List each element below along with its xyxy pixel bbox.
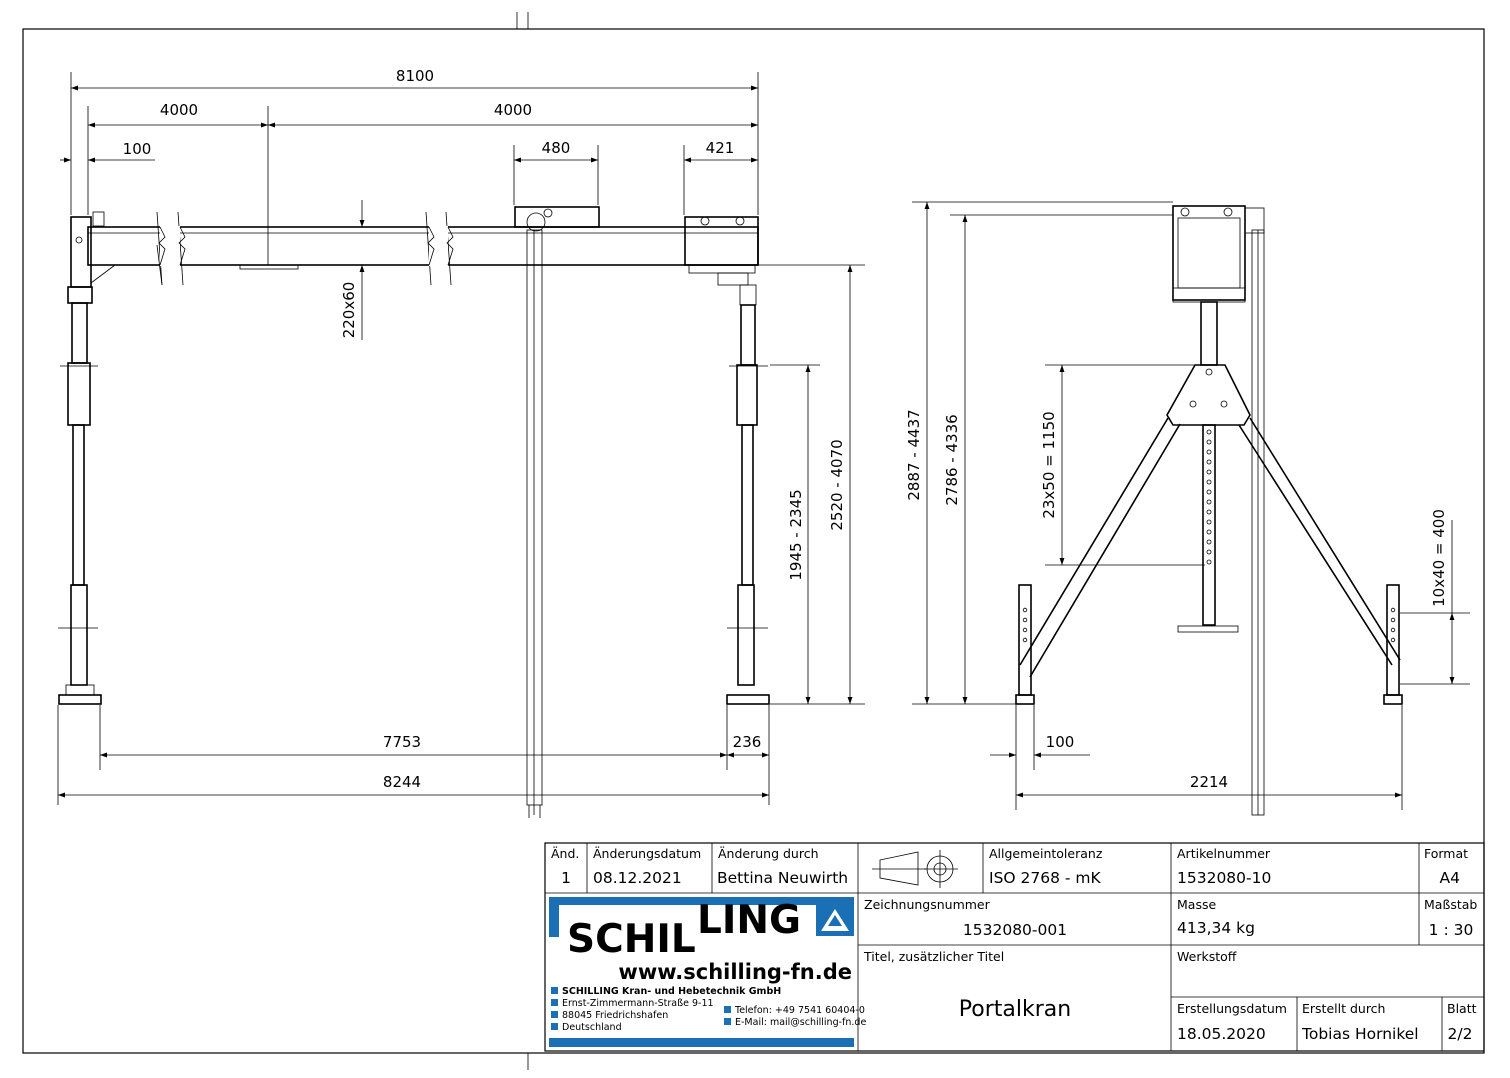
scale-value: 1 : 30 [1429, 921, 1474, 939]
dim-height-beam: 2520 - 4070 [828, 439, 846, 530]
dim-foot-width: 236 [733, 733, 762, 751]
dim-trolley-width: 480 [542, 139, 571, 157]
drawing-title: Portalkran [959, 997, 1071, 1022]
company-email: E-Mail: mail@schilling-fn.de [735, 1017, 866, 1028]
created-date-label: Erstellungsdatum [1177, 1001, 1287, 1016]
drawing-frame [22, 28, 1485, 1054]
dim-total-length: 8100 [396, 67, 434, 85]
title-block: Änd. 1 Änderungsdatum 08.12.2021 Änderun… [544, 842, 1485, 1052]
logo-text-left: SCHIL [567, 917, 696, 962]
rev-label: Änd. [551, 846, 579, 861]
article-label: Artikelnummer [1177, 846, 1271, 861]
website: www.schilling-fn.de [618, 960, 852, 984]
dim-height-leg: 1945 - 2345 [787, 489, 805, 580]
side-view [1015, 205, 1403, 816]
change-by-value: Bettina Neuwirth [717, 869, 848, 887]
projection-symbol-icon [872, 850, 958, 888]
dim-half-right: 4000 [494, 101, 532, 119]
dim-foot-offset: 100 [1046, 733, 1075, 751]
company-country: Deutschland [562, 1022, 622, 1033]
company-phone: Telefon: +49 7541 60404-0 [734, 1005, 865, 1016]
dim-base-span: 7753 [383, 733, 421, 751]
sheet-value: 2/2 [1448, 1025, 1473, 1043]
created-date-value: 18.05.2020 [1177, 1025, 1266, 1043]
drawing-number-value: 1532080-001 [963, 921, 1067, 939]
logo-text-right: LING [697, 898, 801, 943]
dimension-labels: 8100 4000 4000 100 480 421 220x60 1945 -… [123, 67, 1448, 791]
dim-hole-pattern-upper: 23x50 = 1150 [1040, 411, 1058, 518]
dim-offset-left: 100 [123, 140, 152, 158]
dim-end-width: 421 [706, 139, 735, 157]
company-name: SCHILLING Kran- und Hebetechnik GmbH [562, 986, 781, 997]
company-address: SCHILLING Kran- und Hebetechnik GmbH Ern… [549, 986, 866, 1047]
dim-base-width: 2214 [1190, 773, 1228, 791]
dim-beam-height: 2786 - 4336 [943, 414, 961, 505]
dim-hole-pattern-lower: 10x40 = 400 [1430, 509, 1448, 607]
dim-half-left: 4000 [160, 101, 198, 119]
dim-overall-span: 8244 [383, 773, 421, 791]
front-view [58, 206, 770, 818]
rev-value: 1 [561, 869, 571, 887]
change-date-value: 08.12.2021 [593, 869, 682, 887]
tolerance-value: ISO 2768 - mK [989, 869, 1102, 887]
tolerance-label: Allgemeintoleranz [989, 846, 1103, 861]
format-value: A4 [1440, 869, 1460, 887]
drawing-number-label: Zeichnungsnummer [864, 897, 991, 912]
mass-label: Masse [1177, 897, 1216, 912]
created-by-value: Tobias Hornikel [1301, 1025, 1419, 1043]
company-street: Ernst-Zimmermann-Straße 9-11 [562, 998, 714, 1009]
dim-total-height: 2887 - 4437 [905, 409, 923, 500]
dim-beam-profile: 220x60 [340, 282, 358, 339]
scale-label: Maßstab [1424, 897, 1477, 912]
material-label: Werkstoff [1177, 949, 1237, 964]
company-city: 88045 Friedrichshafen [562, 1010, 668, 1021]
change-by-label: Änderung durch [718, 846, 819, 861]
format-label: Format [1424, 846, 1468, 861]
created-by-label: Erstellt durch [1302, 1001, 1385, 1016]
article-value: 1532080-10 [1177, 869, 1271, 887]
dimension-lines [57, 72, 1470, 810]
mass-value: 413,34 kg [1177, 919, 1255, 937]
change-date-label: Änderungsdatum [593, 846, 701, 861]
company-logo: SCHIL LING www.schilling-fn.de [549, 897, 854, 984]
sheet-label: Blatt [1447, 1001, 1477, 1016]
title-label: Titel, zusätzlicher Titel [863, 949, 1004, 964]
